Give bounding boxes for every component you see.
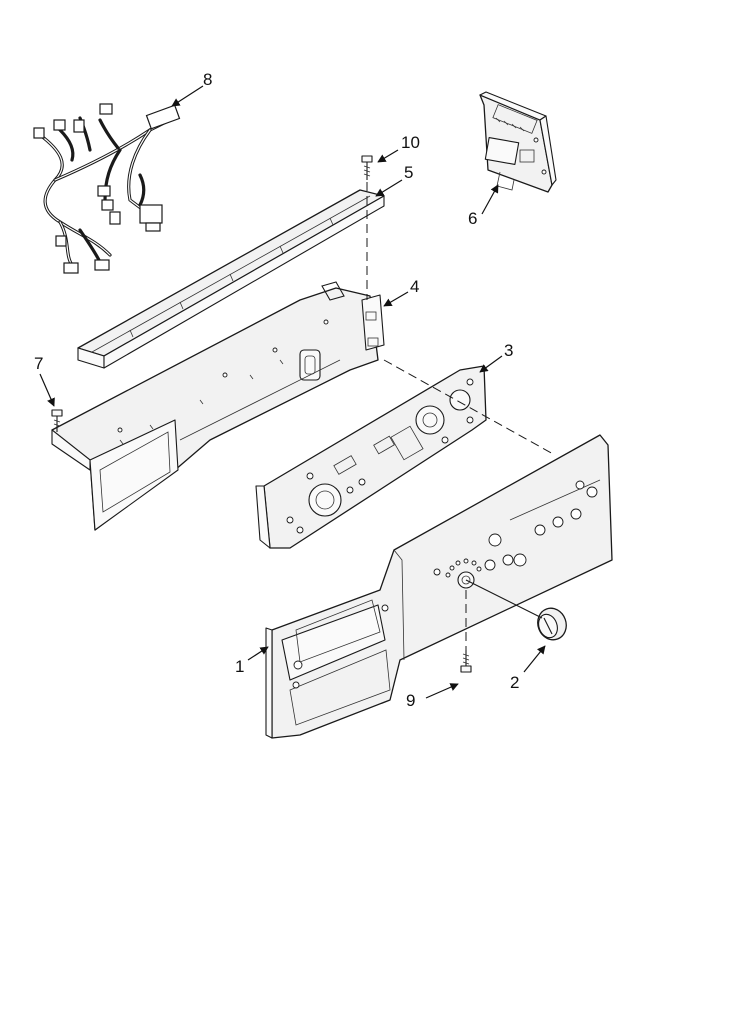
console-back-plate	[51, 281, 385, 531]
screw-left	[51, 409, 63, 432]
callout-9: 9	[406, 691, 415, 710]
screw-bottom	[460, 650, 472, 673]
callout-3: 3	[504, 341, 513, 360]
screw-top	[361, 155, 373, 180]
callout-leaders	[39, 85, 546, 699]
callout-labels: 8 10 5 6 4 7 3 1 2 9	[34, 70, 519, 710]
user-interface-frame	[255, 365, 487, 549]
callout-1: 1	[235, 657, 244, 676]
wire-harness	[33, 103, 181, 274]
console-rail	[77, 189, 385, 369]
control-knob	[537, 607, 567, 641]
callout-2: 2	[510, 673, 519, 692]
callout-8: 8	[203, 70, 212, 89]
assembly-guide-lines	[366, 182, 556, 650]
callout-7: 7	[34, 354, 43, 373]
callout-5: 5	[404, 163, 413, 182]
callout-6: 6	[468, 209, 477, 228]
control-board	[479, 91, 557, 193]
callout-10: 10	[401, 133, 420, 152]
callout-4: 4	[410, 277, 419, 296]
